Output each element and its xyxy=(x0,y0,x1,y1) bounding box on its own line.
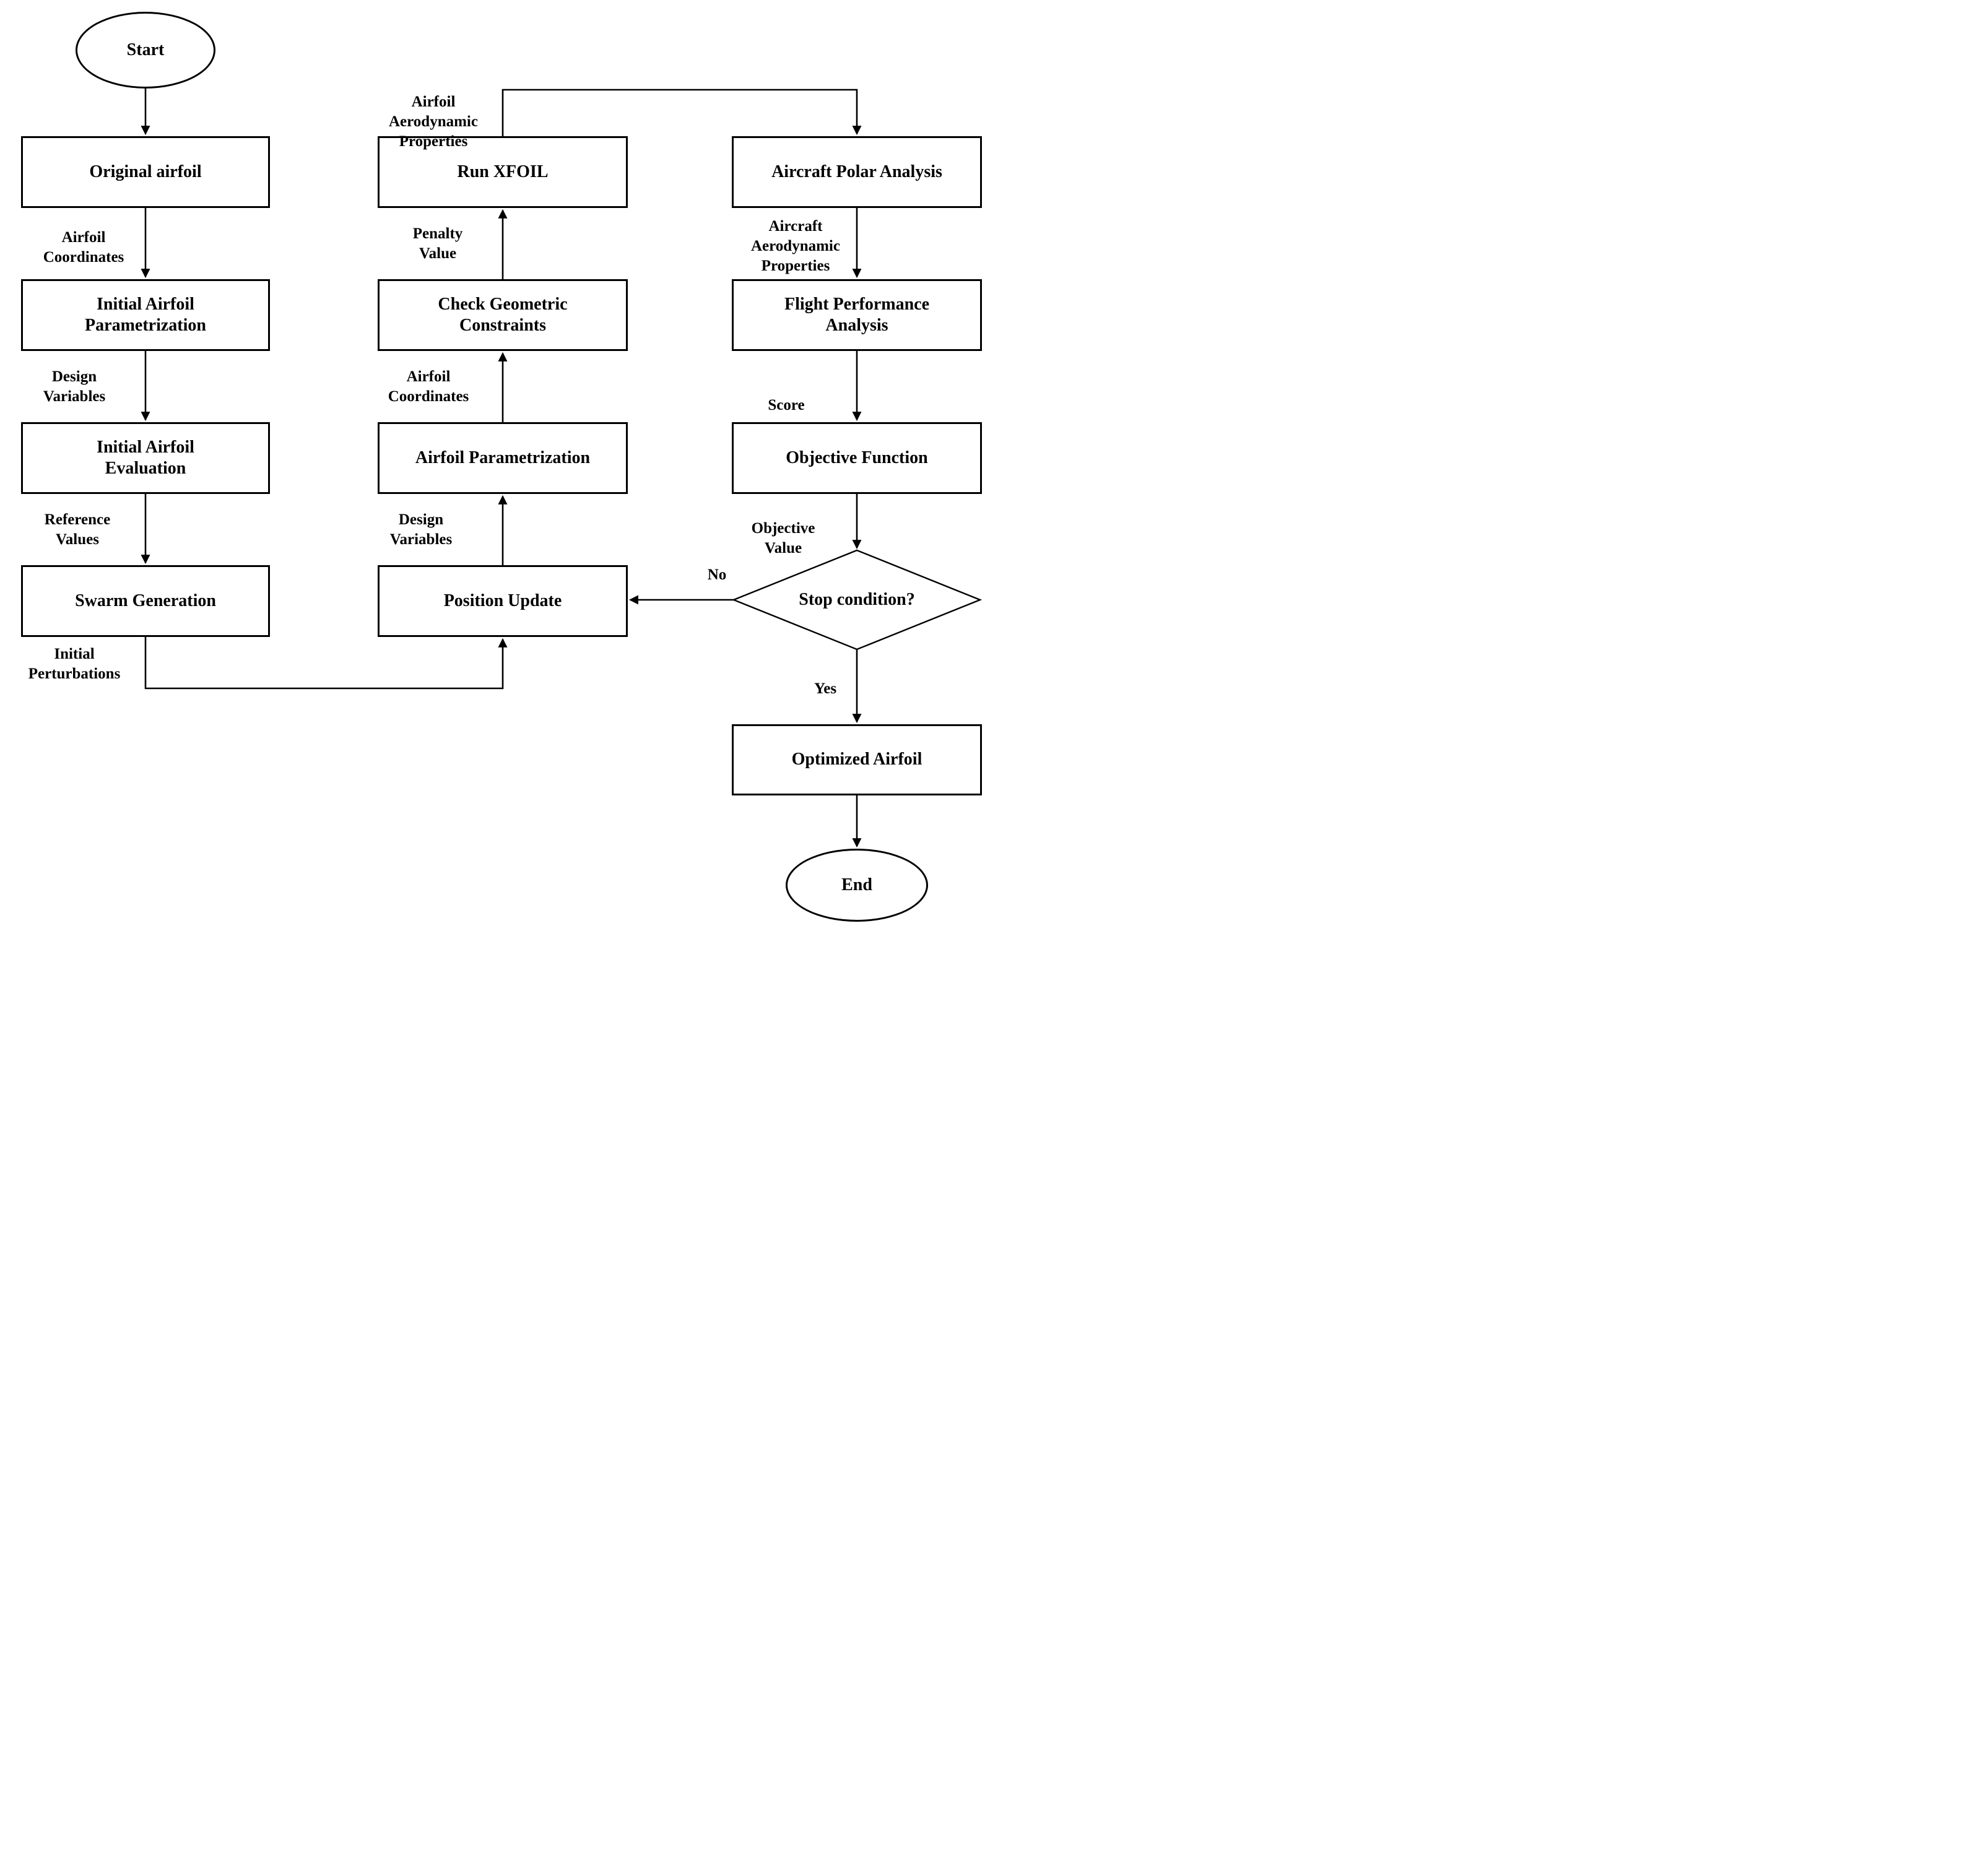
edge-label-reference-values-left: Reference Values xyxy=(44,511,111,548)
edge-label-design-variables-left: Design Variables xyxy=(43,368,106,405)
swarm-generation-box: Swarm Generation xyxy=(21,565,270,637)
initial-airfoil-evaluation-box: Initial Airfoil Evaluation xyxy=(21,422,270,494)
optimized-airfoil-box: Optimized Airfoil xyxy=(732,724,982,795)
edge-label-initial-perturbations: Initial Perturbations xyxy=(28,646,121,682)
flight-performance-analysis-box: Flight Performance Analysis xyxy=(732,279,982,351)
position-update-box: Position Update xyxy=(378,565,628,637)
initial-airfoil-parametrization-box: Initial Airfoil Parametrization xyxy=(21,279,270,351)
check-geometric-constraints-box: Check Geometric Constraints xyxy=(378,279,628,351)
edge-label-objective-value: Objective Value xyxy=(751,520,815,556)
objective-function-box: Objective Function xyxy=(732,422,982,494)
flowchart: Start End Original airfoil Initial Airfo… xyxy=(0,0,994,931)
edge-label-aircraft-aerodynamic-properties: Aircraft Aerodynamic Properties xyxy=(751,218,840,274)
stop-condition-diamond xyxy=(731,549,983,651)
stop-condition-label: Stop condition? xyxy=(799,590,915,609)
original-airfoil-box: Original airfoil xyxy=(21,136,270,208)
edge-label-penalty-value: Penalty Value xyxy=(412,225,463,262)
edge-label-design-variables-middle: Design Variables xyxy=(389,511,453,548)
edge-run-xfoil-to-aircraft-polar-analysis xyxy=(501,89,862,136)
edge-label-airfoil-coordinates-left: Airfoil Coordinates xyxy=(43,229,124,266)
edge-label-airfoil-aerodynamic-properties: Airfoil Aerodynamic Properties xyxy=(389,93,478,150)
edge-label-yes: Yes xyxy=(814,680,837,697)
airfoil-parametrization-box: Airfoil Parametrization xyxy=(378,422,628,494)
end-terminator: End xyxy=(786,849,928,922)
start-terminator: Start xyxy=(76,12,215,89)
run-xfoil-box: Run XFOIL xyxy=(378,136,628,208)
edge-label-airfoil-coordinates-middle: Airfoil Coordinates xyxy=(388,368,469,405)
aircraft-polar-analysis-box: Aircraft Polar Analysis xyxy=(732,136,982,208)
connector-layer xyxy=(141,89,983,848)
edge-swarm-generation-to-position-update xyxy=(144,637,508,690)
edge-label-no: No xyxy=(707,566,727,583)
edge-label-score: Score xyxy=(768,397,805,414)
